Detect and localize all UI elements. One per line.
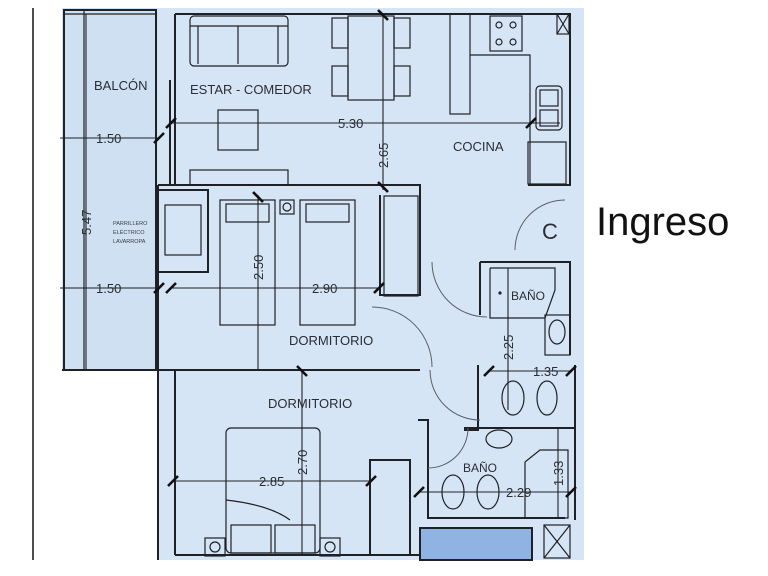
dim-dorm2-width: 2.85 xyxy=(259,474,284,489)
dim-balcon-length: 5.47 xyxy=(79,210,94,235)
laundry-nook xyxy=(157,189,209,273)
dim-bano1-depth: 2.25 xyxy=(501,335,516,360)
dining-table xyxy=(331,15,411,101)
door-swing-dormitorio-2 xyxy=(429,369,481,421)
dim-dorm1-depth: 2.50 xyxy=(251,255,266,280)
tv-stand xyxy=(189,169,289,186)
laundry-note-1: PARRILLERO xyxy=(113,221,148,227)
laundry-note-2: ELÉCTRICO xyxy=(113,229,145,236)
door-swing-bath-1 xyxy=(431,261,488,318)
room-label-balcon: BALCÓN xyxy=(94,78,147,93)
dim-dorm1-width: 2.90 xyxy=(312,281,337,296)
door-swing-bath-2 xyxy=(427,427,469,469)
dim-dorm2-depth: 2.70 xyxy=(295,450,310,475)
dim-balcon-width-top: 1.50 xyxy=(96,131,121,146)
room-label-bano-1: BAÑO xyxy=(511,289,545,303)
exterior-walls xyxy=(62,13,576,560)
dimension-lines xyxy=(60,9,577,555)
double-bed xyxy=(204,427,341,557)
window-bottom xyxy=(419,527,533,561)
kitchen-counter xyxy=(449,13,567,185)
shaft-top xyxy=(556,13,570,35)
twin-beds xyxy=(219,199,356,326)
coffee-table xyxy=(217,109,259,151)
door-swing-dormitorio-1 xyxy=(371,306,433,368)
dim-bano2-width: 2.29 xyxy=(506,485,531,500)
lower-left-floor xyxy=(62,370,158,560)
dim-balcon-width-bottom: 1.50 xyxy=(96,281,121,296)
dim-bano1-width: 1.35 xyxy=(533,364,558,379)
dim-bano2-depth: 1.33 xyxy=(551,461,566,486)
room-label-dormitorio-1: DORMITORIO xyxy=(289,333,373,348)
room-label-cocina: COCINA xyxy=(453,139,504,154)
dim-estar-depth: 2.65 xyxy=(376,143,391,168)
dim-estar-width: 5.30 xyxy=(338,116,363,131)
room-label-dormitorio-2: DORMITORIO xyxy=(268,396,352,411)
door-swing-entry xyxy=(514,199,566,251)
wardrobe-1 xyxy=(383,195,419,297)
bath-1-fixtures xyxy=(489,267,571,416)
laundry-note-3: LAVARROPA xyxy=(113,239,146,245)
entry-marker: C xyxy=(542,219,558,244)
ingreso-label: Ingreso xyxy=(596,200,730,244)
balcony-floor xyxy=(62,8,158,370)
room-label-estar-comedor: ESTAR - COMEDOR xyxy=(190,82,312,97)
shaft-bottom xyxy=(543,524,571,559)
sofa xyxy=(189,15,289,67)
room-label-bano-2: BAÑO xyxy=(463,461,497,475)
